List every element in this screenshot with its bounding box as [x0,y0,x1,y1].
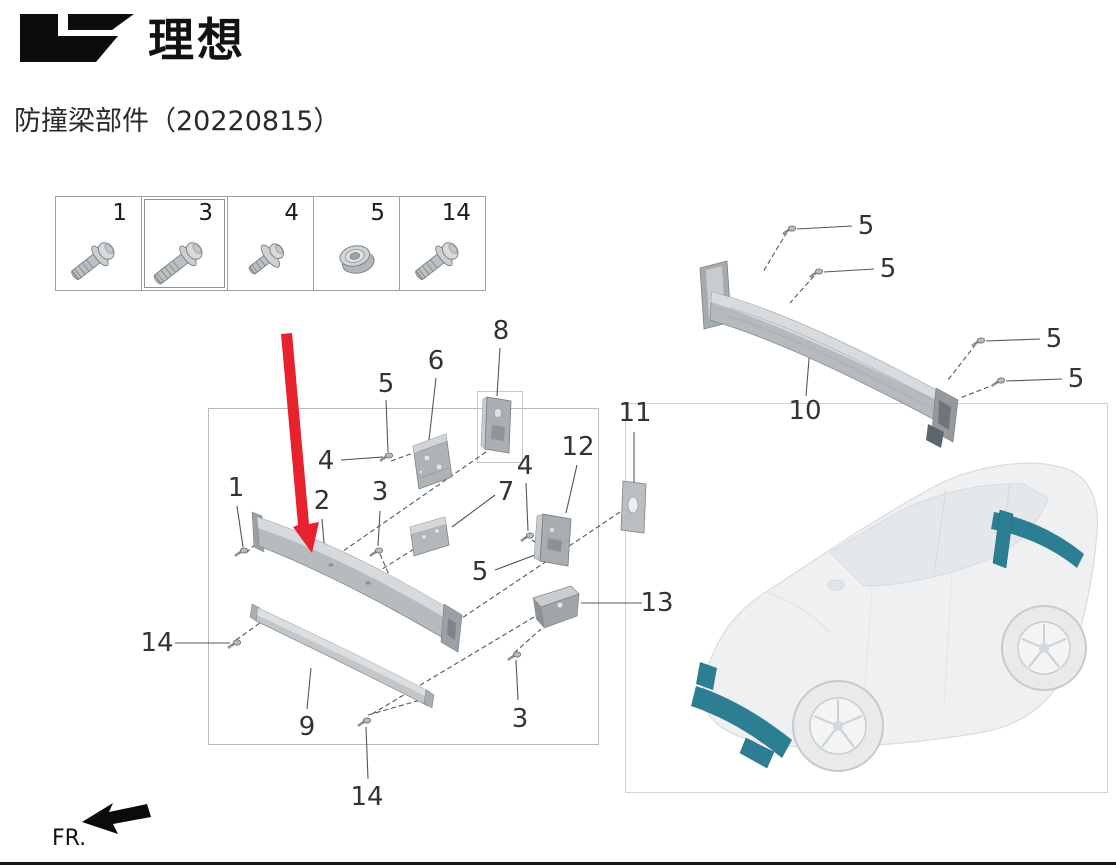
callout-3: 3 [371,477,389,507]
callout-14b: 14 [350,782,384,812]
legend-part-number: 3 [198,200,213,226]
fr-label: FR. [52,826,87,851]
red-pointer-arrow [281,333,319,553]
callout-11: 11 [618,398,652,428]
page-title: 防撞梁部件（20220815） [14,106,341,137]
callout-7: 7 [497,477,515,507]
legend-item-14[interactable]: 14 [399,196,486,291]
callout-10: 10 [788,396,822,426]
legend-item-5[interactable]: 5 [313,196,400,291]
part-bracket-11 [620,480,647,534]
part-rear-bumper-beam-10 [699,260,959,448]
callout-r5d: 5 [1067,364,1085,394]
fr-direction-arrow [82,803,151,834]
callout-5: 5 [377,369,395,399]
part-bracket-13 [532,585,580,629]
callout-4b: 4 [516,451,534,481]
part8-outline-box [477,391,523,463]
callout-9: 9 [298,712,316,742]
part-bracket-7 [409,516,450,557]
legend-item-3[interactable]: 3 [141,196,228,291]
legend-part-number: 4 [284,200,299,226]
callout-1: 1 [227,473,245,503]
front-diagram-frame [208,408,599,745]
callout-r5b: 5 [879,254,897,284]
callout-12: 12 [561,432,595,462]
callout-2: 2 [313,486,331,516]
callout-4: 4 [317,446,335,476]
part-bracket-12 [533,513,572,567]
legend-part-number: 14 [441,200,471,226]
legend-part-number: 5 [370,200,385,226]
bottom-border [0,862,1116,865]
dashed-leader-lines [235,231,997,716]
callout-r5c: 5 [1045,324,1063,354]
highlighted-front-beam [691,662,792,769]
callout-3b: 3 [511,704,529,734]
legend-part-number: 1 [112,200,127,226]
part-bracket-8 [480,396,512,454]
solid-leader-lines [175,225,1063,780]
rear-wheel [1001,605,1087,691]
callout-r5a: 5 [857,211,875,241]
liauto-logo [20,14,134,62]
callout-6: 6 [427,346,445,376]
callout-13: 13 [640,588,674,618]
front-wheel [792,680,884,772]
callout-8: 8 [492,316,510,346]
callout-14: 14 [140,628,174,658]
legend-item-4[interactable]: 4 [227,196,314,291]
fastener-legend: 1 3 4 5 14 [55,196,486,291]
vehicle-diagram-frame [625,403,1108,793]
car-illustration [691,462,1099,772]
brand-name: 理想 [148,13,246,67]
part-bracket-6 [412,433,453,490]
part-lower-beam-9 [249,603,435,709]
highlighted-rear-beam [991,509,1084,569]
callout-5b: 5 [471,557,489,587]
